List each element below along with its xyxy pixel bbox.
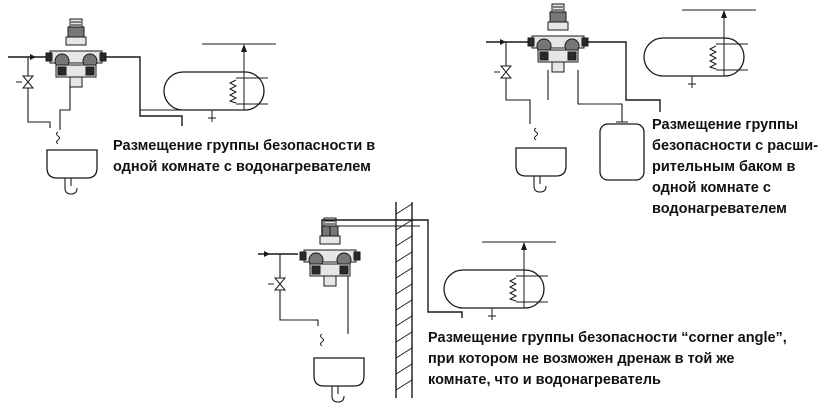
flow-arrow-icon bbox=[30, 54, 36, 60]
water-heater bbox=[443, 241, 557, 321]
pipe-over-wall bbox=[321, 219, 463, 318]
caption-line: Размещение группы безопасности “corner a… bbox=[428, 330, 787, 346]
caption-line: Размещение группы bbox=[652, 117, 799, 133]
drain-funnel bbox=[313, 357, 365, 403]
drip-icon bbox=[534, 127, 538, 141]
bypass-pipe bbox=[27, 57, 51, 128]
wall bbox=[395, 202, 413, 398]
bypass-pipe bbox=[505, 42, 531, 124]
drip-icon bbox=[320, 333, 324, 347]
drip-icon bbox=[56, 131, 60, 145]
caption-line: одной комнате с bbox=[652, 180, 771, 196]
drain-funnel bbox=[515, 147, 567, 193]
scheme-same-room bbox=[8, 18, 277, 195]
shutoff-valve bbox=[493, 65, 512, 79]
drain-funnel bbox=[46, 149, 98, 195]
shutoff-valve bbox=[15, 75, 34, 89]
flow-arrow-icon bbox=[264, 251, 270, 257]
caption-line: Размещение группы безопасности в bbox=[113, 138, 376, 154]
shutoff-valve bbox=[267, 277, 286, 291]
scheme-corner-angle bbox=[258, 202, 557, 403]
safety-group bbox=[527, 3, 589, 73]
pipe-to-expansion-tank bbox=[577, 70, 623, 122]
caption-line: водонагревателем bbox=[652, 201, 787, 217]
drain-pipe bbox=[59, 84, 71, 130]
pipe-to-heater bbox=[104, 56, 183, 126]
caption-line: при котором не возможен дренаж в той же bbox=[428, 351, 735, 367]
safety-group bbox=[45, 18, 107, 88]
water-heater bbox=[643, 9, 757, 89]
caption-line: рительным баком в bbox=[652, 159, 796, 175]
flow-arrow-icon bbox=[500, 39, 506, 45]
expansion-tank bbox=[599, 123, 645, 181]
caption-same-room: Размещение группы безопасности в одной к… bbox=[113, 136, 375, 178]
caption-line: безопасности с расши- bbox=[652, 138, 819, 154]
caption-line: одной комнате с водонагревателем bbox=[113, 159, 371, 175]
caption-corner-angle: Размещение группы безопасности “corner a… bbox=[428, 328, 787, 391]
caption-line: комнате, что и водонагреватель bbox=[428, 372, 661, 388]
scheme-with-expansion-tank bbox=[486, 3, 757, 193]
pipe-to-heater bbox=[586, 41, 661, 112]
caption-with-expansion-tank: Размещение группы безопасности с расши- … bbox=[652, 115, 818, 220]
